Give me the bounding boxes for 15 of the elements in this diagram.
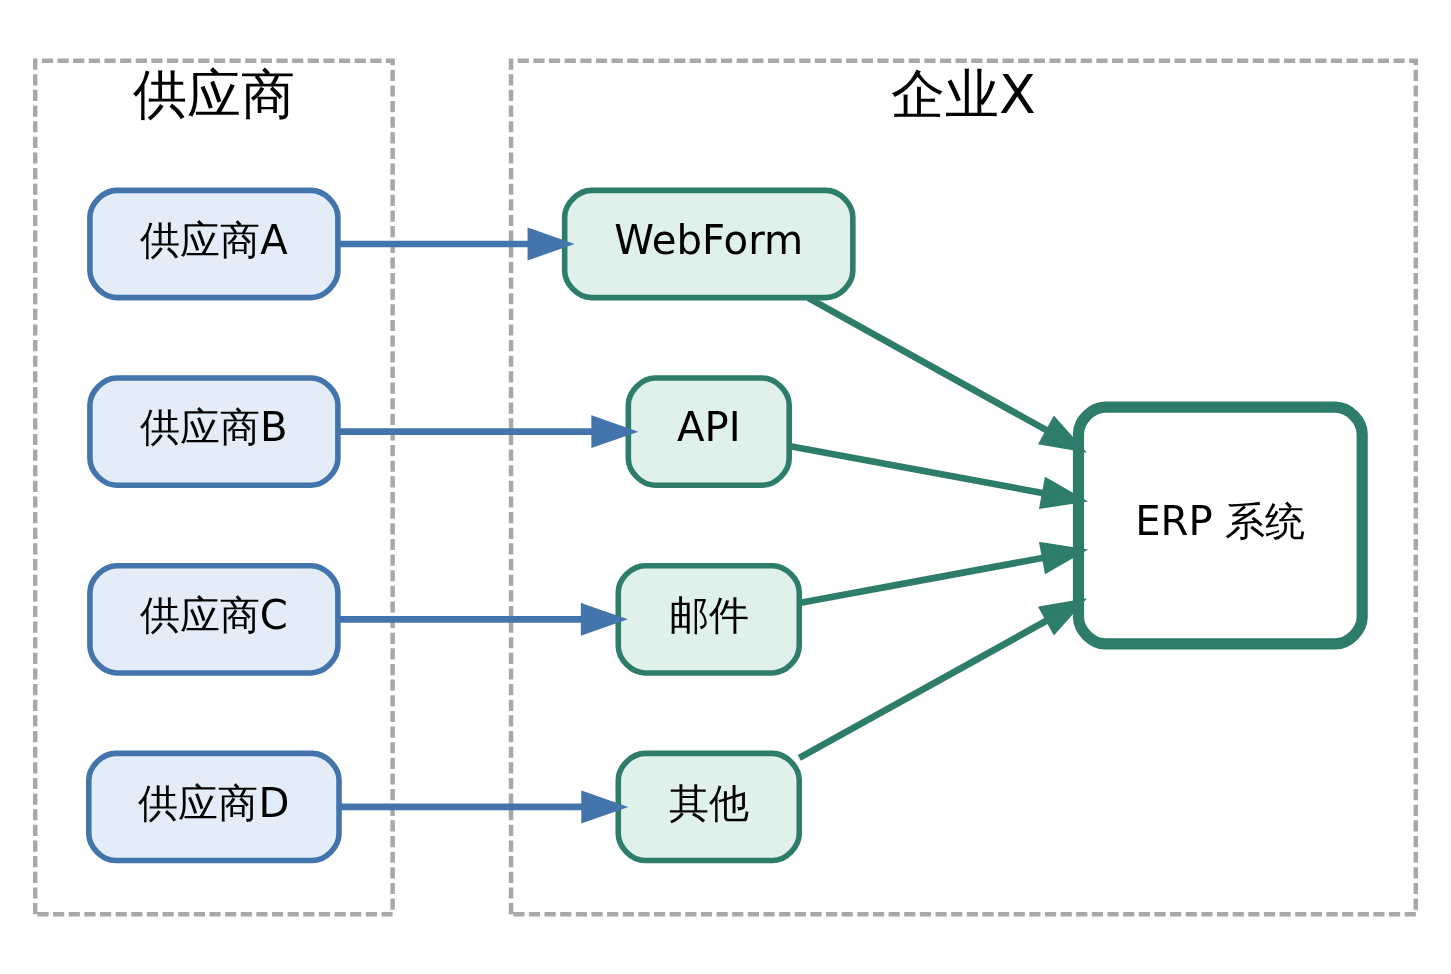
- arrow: [338, 414, 639, 448]
- node-box: ERP 系统: [1072, 401, 1368, 649]
- node-box: API: [625, 374, 792, 488]
- node-box: 供应商B: [87, 374, 341, 488]
- node-box: 供应商A: [87, 187, 341, 300]
- node-box: 供应商D: [86, 750, 342, 863]
- arrow: [338, 602, 628, 636]
- node-box: 邮件: [615, 562, 802, 676]
- arrow: [789, 442, 1089, 509]
- node-box: 其他: [615, 750, 802, 863]
- arrow: [797, 597, 1088, 761]
- arrow: [338, 227, 575, 260]
- node-box: WebForm: [561, 187, 856, 300]
- node-box: 供应商C: [87, 562, 341, 676]
- arrow: [339, 790, 629, 823]
